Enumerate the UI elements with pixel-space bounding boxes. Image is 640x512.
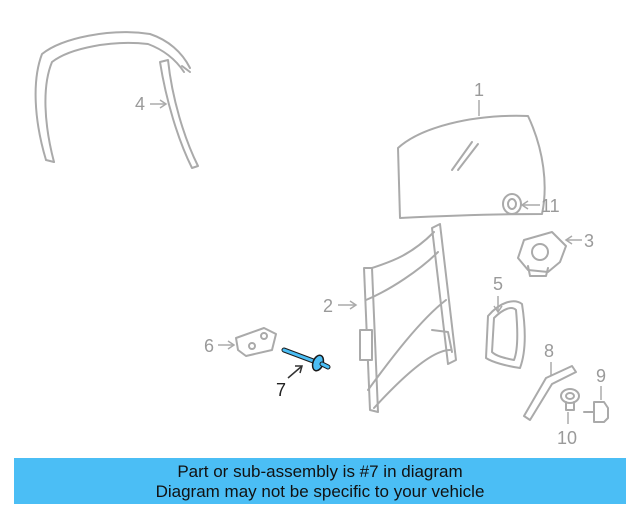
banner-part-note: Part or sub-assembly is #7 in diagram <box>177 462 463 481</box>
callout-1: 1 <box>474 80 484 100</box>
callout-9: 9 <box>596 366 606 386</box>
part-6-bracket <box>235 327 277 357</box>
info-banner: Part or sub-assembly is #7 in diagram Di… <box>14 458 626 504</box>
callout-10: 10 <box>557 428 577 448</box>
callout-11: 11 <box>541 196 560 216</box>
part-5-seal <box>485 300 526 369</box>
callout-6: 6 <box>204 336 214 356</box>
leader-6-arrow <box>227 340 236 350</box>
leader-5-arrow <box>493 305 503 314</box>
leader-7-arrow <box>295 365 303 374</box>
callout-5: 5 <box>493 274 503 294</box>
part-11-grommet <box>502 193 522 215</box>
leader-7 <box>287 365 303 379</box>
leader-2-arrow <box>349 300 358 310</box>
banner-disclaimer: Diagram may not be specific to your vehi… <box>155 482 485 501</box>
callout-7: 7 <box>276 380 286 400</box>
part-3-window-motor <box>517 231 567 277</box>
callout-3: 3 <box>584 231 594 251</box>
callout-2: 2 <box>323 296 333 316</box>
part-9-fastener <box>583 401 609 423</box>
part-8-rod <box>523 365 577 421</box>
leader-11-arrow <box>520 200 529 210</box>
leader-4-arrow <box>159 99 168 109</box>
part-4-weatherstrip <box>34 31 199 169</box>
part-2-regulator <box>359 223 457 413</box>
leader-3-arrow <box>564 235 573 245</box>
callout-4: 4 <box>135 94 145 114</box>
part-10-clip <box>560 388 580 411</box>
part-7-bolt <box>281 347 331 372</box>
callout-8: 8 <box>544 341 554 361</box>
part-1-door-glass <box>397 114 546 219</box>
